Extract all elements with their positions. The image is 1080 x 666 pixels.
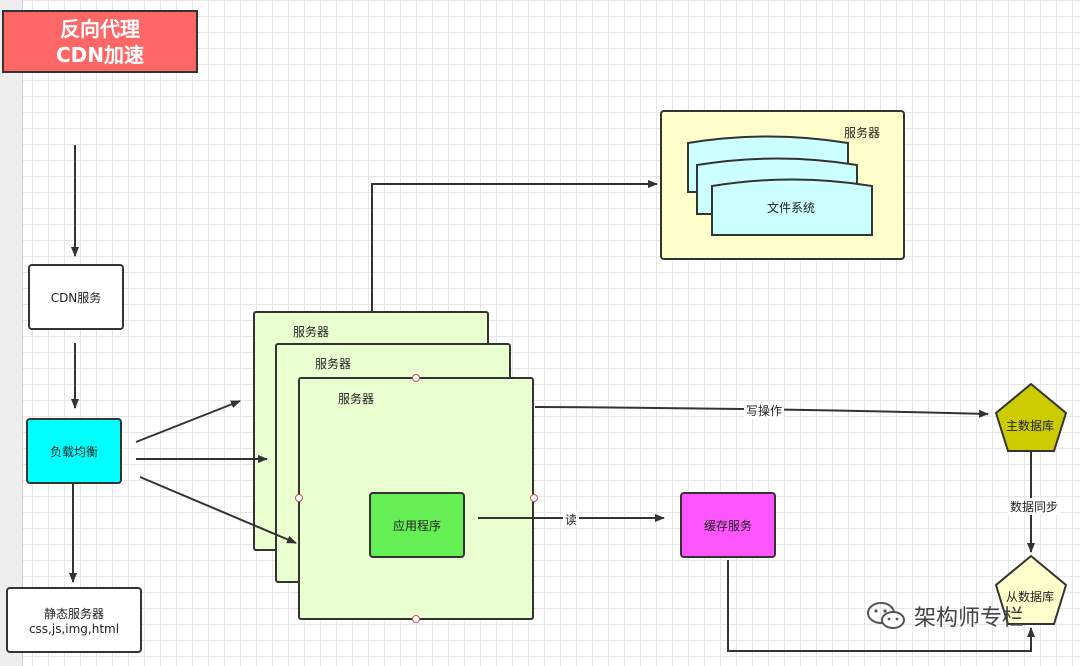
static-server-title: 静态服务器 — [43, 606, 104, 621]
server-middle-label: 服务器 — [315, 357, 352, 371]
cdn-service-node[interactable]: CDN服务 — [28, 264, 124, 330]
edge-label-write: 写操作 — [744, 402, 785, 419]
cache-service-label: 缓存服务 — [703, 518, 752, 533]
selection-handle[interactable] — [295, 494, 303, 502]
server-back-label: 服务器 — [293, 325, 330, 339]
file-server-label: 服务器 — [844, 126, 881, 140]
slave-db-shape[interactable] — [994, 554, 1068, 625]
title-line-1: 反向代理 — [60, 16, 140, 41]
static-server-node[interactable]: 静态服务器 css,js,img,html — [6, 587, 142, 653]
load-balancer-label: 负载均衡 — [49, 444, 98, 459]
load-balancer-node[interactable]: 负载均衡 — [26, 418, 122, 484]
slave-db-label: 从数据库 — [1006, 590, 1055, 604]
edge-label-sync: 数据同步 — [1008, 498, 1061, 515]
title-line-2: CDN加速 — [55, 42, 145, 67]
file-system-shape — [687, 135, 873, 236]
cache-service-node[interactable]: 缓存服务 — [680, 492, 776, 558]
master-db-label: 主数据库 — [1006, 419, 1055, 433]
selection-handle[interactable] — [412, 615, 420, 623]
watermark-text: 架构师专栏 — [914, 606, 1025, 631]
watermark: 架构师专栏 — [866, 600, 1024, 632]
cdn-service-label: CDN服务 — [50, 290, 102, 305]
server-front-label: 服务器 — [338, 392, 375, 406]
wechat-icon — [867, 602, 905, 629]
edge-label-read: 读 — [563, 511, 580, 528]
static-server-subtitle: css,js,img,html — [28, 621, 120, 636]
application-label: 应用程序 — [392, 518, 441, 533]
selection-handle[interactable] — [412, 374, 420, 382]
diagram-title: 反向代理 CDN加速 — [2, 10, 198, 73]
application-node[interactable]: 应用程序 — [369, 492, 465, 558]
selection-handle[interactable] — [530, 494, 538, 502]
left-panel-strip — [0, 0, 23, 666]
file-system-label: 文件系统 — [767, 201, 816, 215]
